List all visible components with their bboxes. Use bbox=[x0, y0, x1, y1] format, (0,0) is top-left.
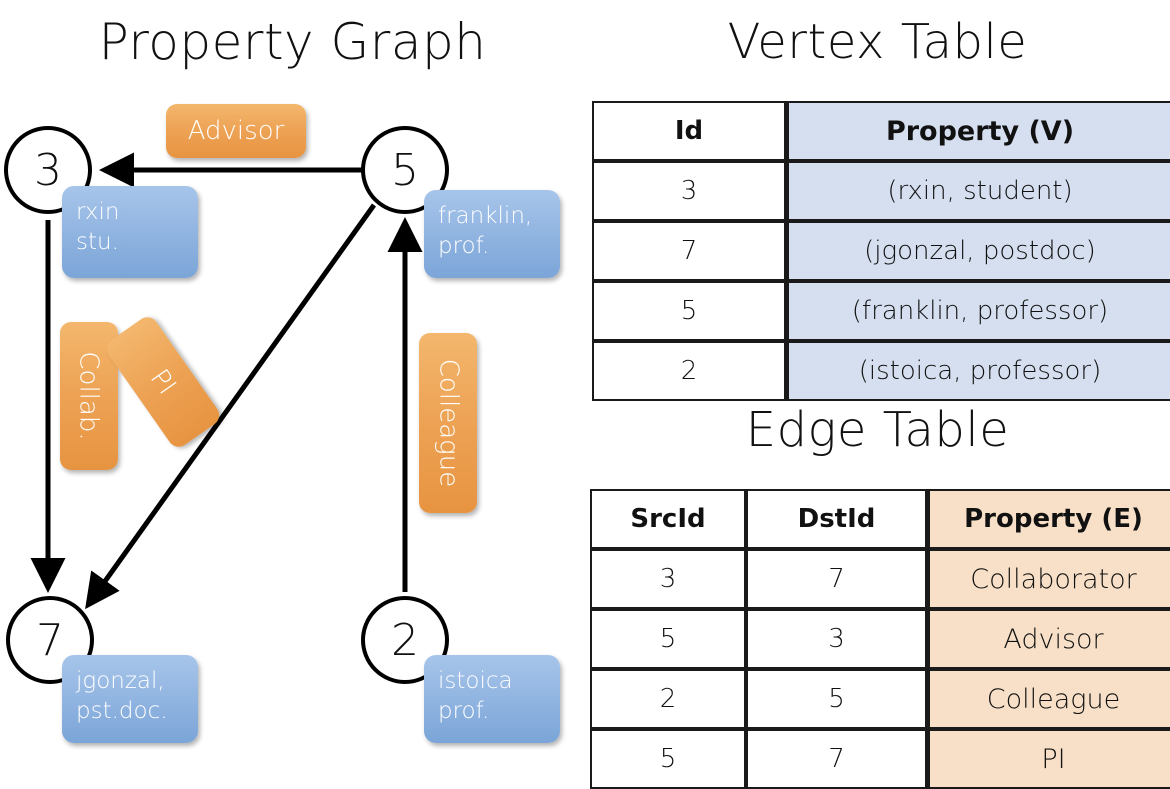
vertex-cell-id: 3 bbox=[592, 161, 786, 221]
edge-badge-pi-label: PI bbox=[144, 363, 182, 401]
vertex-cell-property: (jgonzal, postdoc) bbox=[786, 221, 1170, 281]
vertex-cell-property: (istoica, professor) bbox=[786, 341, 1170, 401]
edge-badge-advisor: Advisor bbox=[166, 104, 306, 158]
edge-cell-property: Colleague bbox=[927, 669, 1170, 729]
vertex-cell-property: (franklin, professor) bbox=[786, 281, 1170, 341]
node-property-box-franklin: franklin, prof. bbox=[424, 190, 560, 278]
table-row: 3 (rxin, student) bbox=[592, 161, 1170, 221]
edge-cell-src: 3 bbox=[590, 549, 746, 609]
edge-table-header-srcid: SrcId bbox=[590, 489, 746, 549]
node-property-line-1: jgonzal, bbox=[76, 668, 165, 694]
vertex-cell-id: 2 bbox=[592, 341, 786, 401]
property-graph-panel: Property Graph 3 5 7 2 rxin stu. frankli… bbox=[0, 0, 585, 760]
edge-cell-src: 5 bbox=[590, 609, 746, 669]
graph-node-5-label: 5 bbox=[391, 144, 419, 196]
table-row: 5 7 PI bbox=[590, 729, 1170, 789]
table-row: 7 (jgonzal, postdoc) bbox=[592, 221, 1170, 281]
edge-cell-src: 5 bbox=[590, 729, 746, 789]
vertex-table-header-row: Id Property (V) bbox=[592, 101, 1170, 161]
node-property-box-istoica: istoica prof. bbox=[424, 655, 560, 743]
edge-cell-property: Advisor bbox=[927, 609, 1170, 669]
edge-cell-dst: 5 bbox=[746, 669, 927, 729]
node-property-line-2: stu. bbox=[76, 229, 119, 255]
edge-cell-dst: 7 bbox=[746, 549, 927, 609]
vertex-cell-id: 7 bbox=[592, 221, 786, 281]
node-property-box-jgonzal: jgonzal, pst.doc. bbox=[62, 655, 198, 743]
edge-table-header-property: Property (E) bbox=[927, 489, 1170, 549]
vertex-cell-id: 5 bbox=[592, 281, 786, 341]
edge-cell-property: PI bbox=[927, 729, 1170, 789]
table-row: 2 5 Colleague bbox=[590, 669, 1170, 729]
table-row: 2 (istoica, professor) bbox=[592, 341, 1170, 401]
node-property-box-rxin: rxin stu. bbox=[62, 186, 198, 278]
table-row: 3 7 Collaborator bbox=[590, 549, 1170, 609]
page-title-vertex-table: Vertex Table bbox=[727, 14, 1028, 70]
edge-badge-collab-label: Collab. bbox=[74, 351, 104, 441]
edge-table: SrcId DstId Property (E) 3 7 Collaborato… bbox=[590, 489, 1170, 789]
table-row: 5 3 Advisor bbox=[590, 609, 1170, 669]
edge-table-header-dstid: DstId bbox=[746, 489, 927, 549]
graph-node-3-label: 3 bbox=[34, 144, 62, 196]
graph-edge-lines bbox=[30, 152, 423, 610]
node-property-line-1: rxin bbox=[76, 199, 120, 225]
node-property-line-2: prof. bbox=[438, 233, 490, 259]
edge-badge-colleague: Colleague bbox=[419, 333, 477, 513]
graph-node-5[interactable]: 5 bbox=[361, 126, 449, 214]
node-property-line-1: franklin, bbox=[438, 203, 533, 229]
vertex-table-header-id: Id bbox=[592, 101, 786, 161]
vertex-cell-property: (rxin, student) bbox=[786, 161, 1170, 221]
graph-node-2[interactable]: 2 bbox=[361, 596, 449, 684]
page-title-edge-table: Edge Table bbox=[745, 402, 1010, 458]
edge-badge-colleague-label: Colleague bbox=[433, 358, 464, 488]
edge-cell-src: 2 bbox=[590, 669, 746, 729]
edge-cell-property: Collaborator bbox=[927, 549, 1170, 609]
vertex-table: Id Property (V) 3 (rxin, student) 7 (jgo… bbox=[592, 101, 1170, 401]
graph-node-2-label: 2 bbox=[391, 614, 419, 666]
node-property-line-1: istoica bbox=[438, 668, 513, 694]
node-property-line-2: prof. bbox=[438, 698, 490, 724]
edge-badge-advisor-label: Advisor bbox=[187, 116, 285, 146]
edge-cell-dst: 7 bbox=[746, 729, 927, 789]
table-row: 5 (franklin, professor) bbox=[592, 281, 1170, 341]
graph-node-7-label: 7 bbox=[36, 614, 64, 666]
edge-table-header-row: SrcId DstId Property (E) bbox=[590, 489, 1170, 549]
edge-cell-dst: 3 bbox=[746, 609, 927, 669]
edge-line-5-to-7 bbox=[85, 203, 377, 610]
page-title-property-graph: Property Graph bbox=[98, 13, 487, 71]
vertex-table-header-property: Property (V) bbox=[786, 101, 1170, 161]
node-property-line-2: pst.doc. bbox=[76, 698, 168, 724]
